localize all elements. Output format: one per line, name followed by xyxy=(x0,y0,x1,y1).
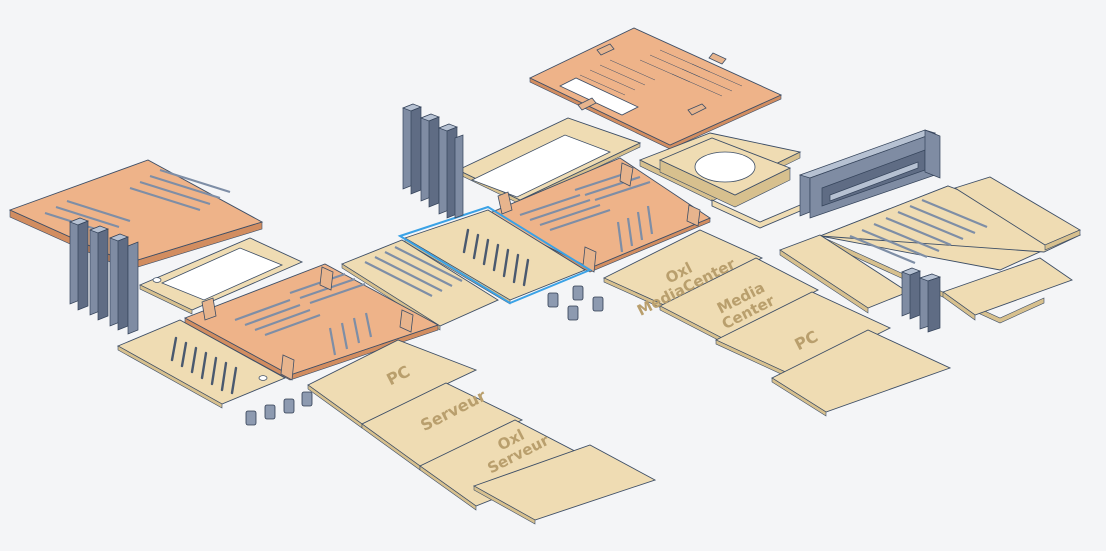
left-beige-window-plate[interactable] xyxy=(138,237,304,315)
right-beige-lid[interactable] xyxy=(818,185,1082,324)
top-right-orange-lid[interactable] xyxy=(528,27,783,150)
center-spacers xyxy=(547,285,604,321)
left-aluminium-profiles[interactable] xyxy=(69,217,139,335)
drive-cage-bracket[interactable] xyxy=(798,129,941,219)
left-spacers[interactable] xyxy=(245,391,313,426)
center-aluminium-profiles[interactable] xyxy=(402,103,464,219)
left-tray-slots xyxy=(234,272,373,356)
right-small-profiles[interactable] xyxy=(901,267,942,333)
panel-slots xyxy=(364,246,463,297)
selected-screw-panel[interactable] xyxy=(397,205,604,321)
fan-mount-plate[interactable] xyxy=(638,132,813,229)
lid-slots xyxy=(579,49,743,97)
left-orange-tray[interactable] xyxy=(183,263,440,381)
left-screw-panel[interactable] xyxy=(116,319,287,409)
right-lid-slots xyxy=(849,198,988,265)
right-front-panels[interactable]: Oxl MediaCenter Media Center PC xyxy=(602,229,952,417)
left-front-panels[interactable]: PC Serveur Oxl Serveur xyxy=(307,339,657,525)
center-screws xyxy=(462,228,530,287)
left-screws xyxy=(170,336,238,395)
